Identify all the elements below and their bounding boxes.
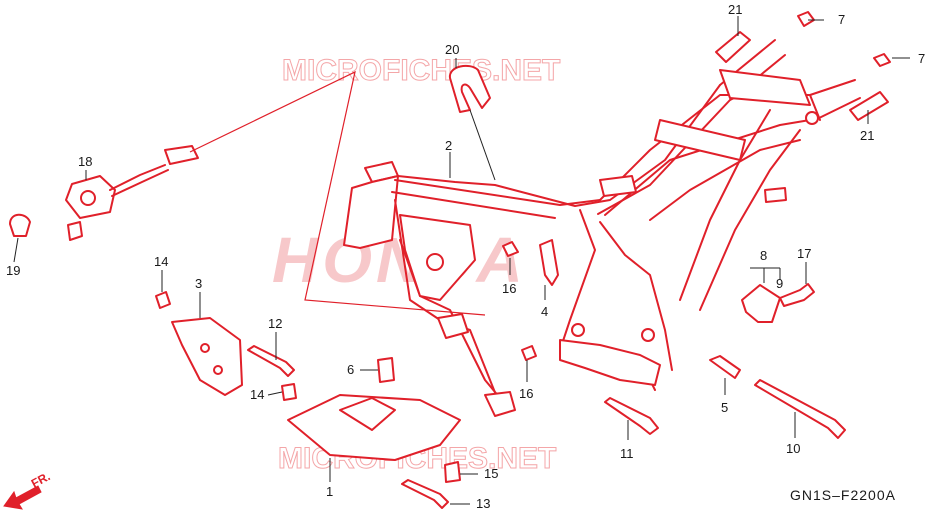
part-3-bracket — [171, 317, 243, 396]
part-15-bolt — [444, 461, 461, 483]
part-7b-nut — [873, 53, 891, 67]
leader-lines — [13, 16, 910, 505]
callout-12: 12 — [268, 316, 282, 331]
callout-7a: 7 — [838, 12, 845, 27]
part-17-bolt — [779, 283, 815, 307]
callout-10: 10 — [786, 441, 800, 456]
callout-8: 8 — [760, 248, 767, 263]
callout-5: 5 — [721, 400, 728, 415]
part-21a-grip — [715, 31, 751, 63]
callout-17: 17 — [797, 246, 811, 261]
callout-15: 15 — [484, 466, 498, 481]
callout-4: 4 — [541, 304, 548, 319]
callout-7b: 7 — [918, 51, 925, 66]
assembly-group-lines — [189, 70, 486, 316]
part-16b-nut — [521, 345, 537, 361]
svg-text:FR.: FR. — [29, 469, 53, 490]
part-13-bolt — [401, 479, 449, 509]
callout-21a: 21 — [728, 2, 742, 17]
part-19-cap — [9, 213, 31, 237]
callout-18: 18 — [78, 154, 92, 169]
callout-21b: 21 — [860, 128, 874, 143]
front-direction-arrow: FR. — [3, 469, 53, 510]
callout-11: 11 — [620, 446, 634, 461]
callout-13: 13 — [476, 496, 490, 511]
callout-9: 9 — [776, 276, 783, 291]
callout-6: 6 — [347, 362, 354, 377]
part-12-bolt — [247, 345, 295, 377]
callout-2: 2 — [445, 138, 452, 153]
diagram-code: GN1S–F2200A — [790, 487, 896, 503]
part-4-hook — [539, 239, 559, 286]
callout-14a: 14 — [154, 254, 168, 269]
part-11-bolt — [604, 397, 659, 435]
part-21b-grip — [849, 91, 889, 121]
callout-14b: 14 — [250, 387, 264, 402]
callout-1: 1 — [326, 484, 333, 499]
callout-16b: 16 — [519, 386, 533, 401]
part-10-bolt — [754, 379, 846, 439]
watermark-top: MICROFICHES.NET — [282, 54, 560, 87]
part-20-band — [448, 64, 491, 113]
callout-16a: 16 — [502, 281, 516, 296]
part-18-ignition-switch — [65, 145, 199, 241]
callout-3: 3 — [195, 276, 202, 291]
part-16a-nut — [502, 241, 519, 257]
callout-19: 19 — [6, 263, 20, 278]
part-8-bracket — [741, 284, 781, 323]
frame-body — [343, 39, 861, 417]
part-14b-nut — [281, 383, 297, 401]
callout-20: 20 — [445, 42, 459, 57]
part-7a-nut — [797, 11, 815, 27]
part-14a-nut — [155, 291, 171, 309]
part-6-collar — [377, 357, 395, 383]
part-5-bolt — [709, 355, 741, 379]
